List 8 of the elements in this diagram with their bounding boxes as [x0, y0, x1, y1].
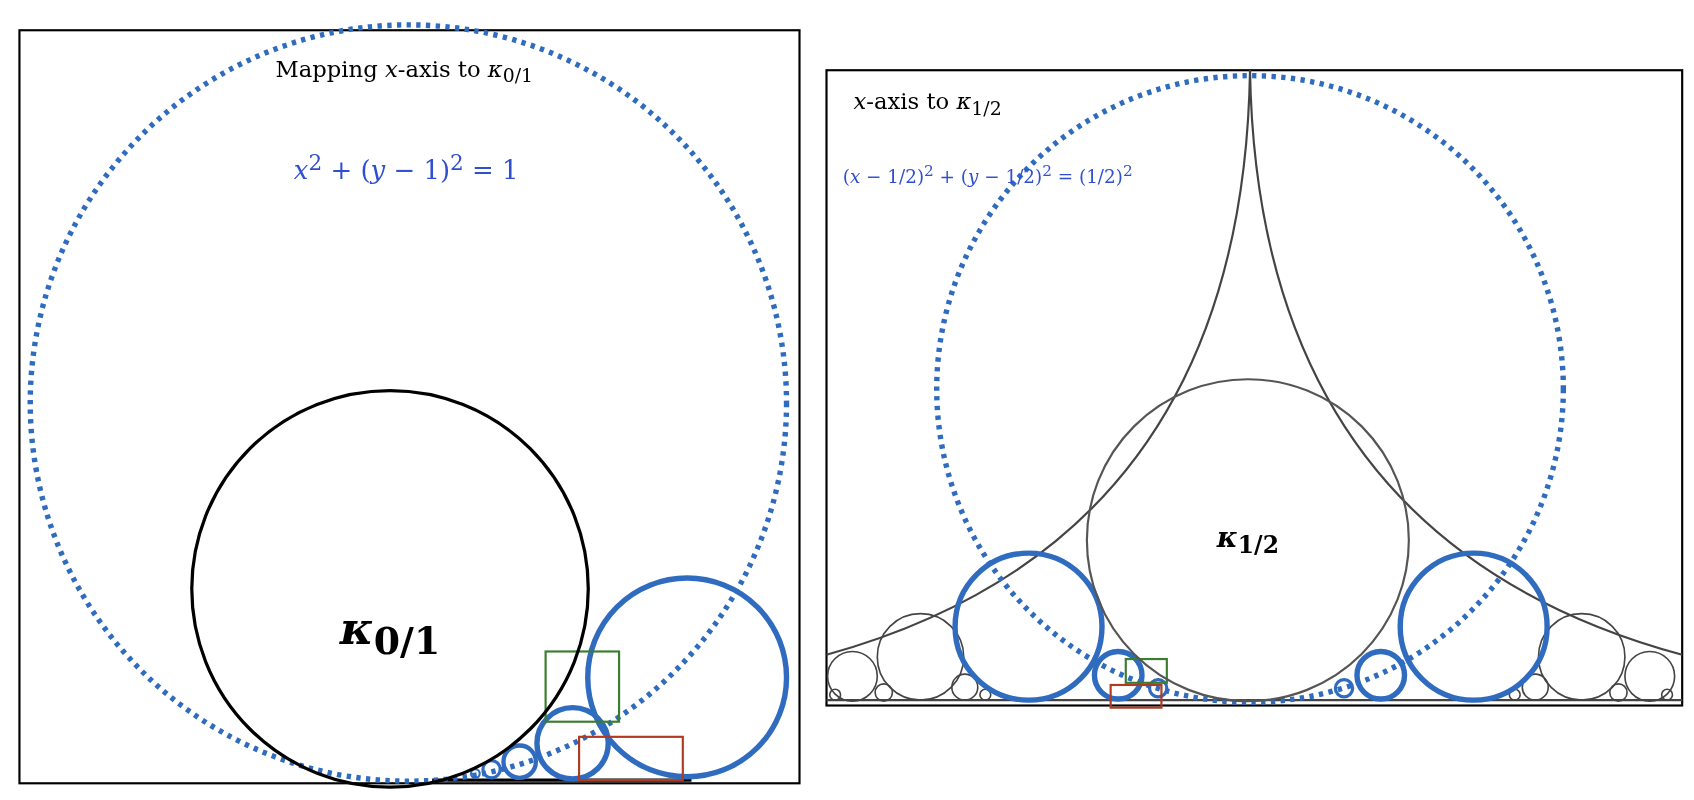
circle-equation: x$^{2}$ + (y − 1)$^{2}$ = 1 — [293, 149, 519, 186]
circle-label: κ$_{1/2}$ — [1216, 521, 1279, 560]
panel-title: x-axis to κ$_{1/2}$ — [853, 88, 1002, 120]
circle-label: κ$_{0/1}$ — [339, 601, 441, 663]
circle-node — [1085, 378, 1410, 703]
panel-title: Mapping x-axis to κ$_{0/1}$ — [275, 56, 534, 87]
circle-node — [190, 388, 590, 789]
circle-equation: (x − 1/2)$^{2}$ + (y − 1/2)$^{2}$ = (1/2)$^{2}$ — [842, 162, 1133, 188]
